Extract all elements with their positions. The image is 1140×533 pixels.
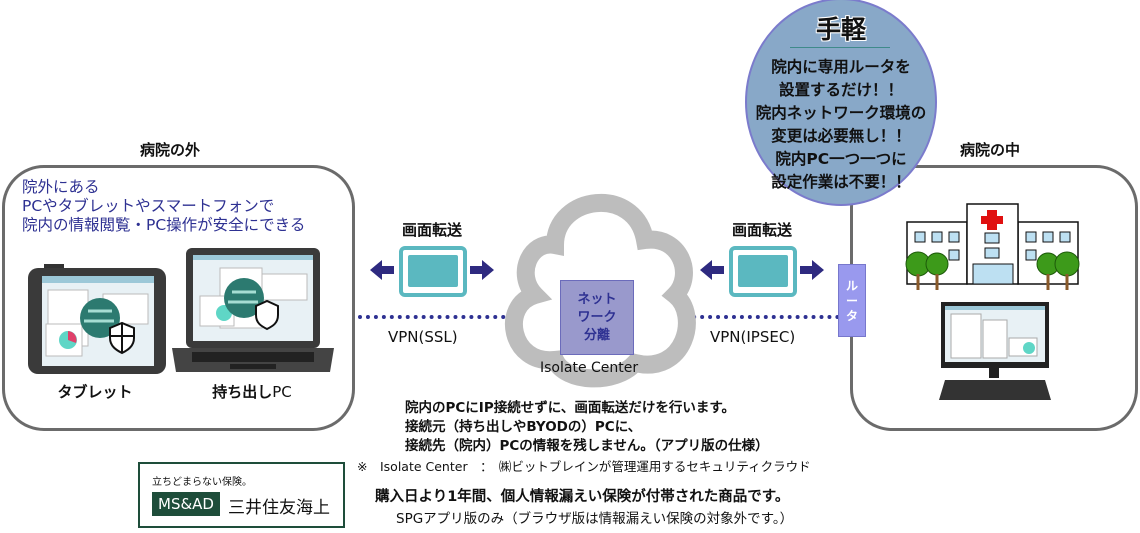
- router-char: タ: [845, 309, 858, 323]
- insurance-note: 購入日より1年間、個人情報漏えい保険が付帯された商品です。: [375, 489, 790, 505]
- bubble-text: 院内に専用ルータを 設置するだけ！！ 院内ネットワーク環境の 変更は必要無し！！…: [745, 56, 937, 194]
- insurance-subnote: SPGアプリ版のみ（ブラウザ版は情報漏えい保険の対象外です。）: [396, 511, 794, 527]
- logo-company: 三井住友海上: [228, 498, 330, 518]
- footnote: ※ Isolate Center ： ㈱ビットブレインが管理運用するセキュリティ…: [357, 459, 811, 474]
- vpn-ipsec-label: VPN(IPSEC): [710, 328, 796, 346]
- vpn-ssl-label: VPN(SSL): [388, 328, 458, 346]
- inside-title: 病院の中: [959, 141, 1020, 159]
- msad-logo: 立ちどまらない保険。 MS&AD 三井住友海上: [138, 462, 345, 528]
- isolate-center-label: Isolate Center: [540, 360, 639, 376]
- logo-tagline: 立ちどまらない保険。: [152, 477, 252, 488]
- desc-line: 院外にある: [22, 178, 100, 196]
- bubble-line: 変更は必要無し！！: [771, 127, 911, 145]
- bubble-line: 院内に専用ルータを: [771, 58, 911, 76]
- note-line-3: 接続先（院内）PCの情報を残しません。（アプリ版の仕様）: [405, 438, 769, 454]
- laptop-label: 持ち出しPC: [192, 381, 312, 402]
- bubble-line: 院内ネットワーク環境の: [755, 104, 927, 122]
- tablet-label: タブレット: [57, 383, 133, 401]
- screen-transfer-label-left: 画面転送: [401, 221, 462, 239]
- screen-transfer-icon-left: [370, 246, 494, 297]
- bubble-line: 院内PC一つ一つに: [775, 150, 907, 168]
- box-line: ネット: [577, 292, 617, 307]
- desc-line: PCやタブレットやスマートフォンで: [22, 197, 275, 215]
- router-char: ル: [845, 279, 858, 293]
- outside-description: 院外にある PCやタブレットやスマートフォンで 院内の情報閲覧・PC操作が安全に…: [22, 178, 305, 235]
- screen-transfer-icon-right: [700, 246, 824, 297]
- screen-transfer-label-right: 画面転送: [731, 221, 792, 239]
- hospital-icon: [905, 203, 1080, 290]
- laptop-label-main: 持ち出し: [212, 383, 273, 401]
- bubble-line: 設置するだけ！！: [778, 81, 903, 99]
- bubble-divider: [790, 47, 890, 48]
- tablet-illustration: [28, 264, 166, 374]
- desktop-pc-icon: [939, 302, 1051, 400]
- laptop-label-pc: PC: [272, 383, 292, 401]
- note-line-2: 接続元（持ち出しやBYODの）PCに、: [405, 419, 642, 435]
- network-isolation-box: ネット ワーク 分離: [560, 280, 634, 355]
- desc-line: 院内の情報閲覧・PC操作が安全にできる: [22, 216, 306, 234]
- outside-title: 病院の外: [140, 141, 201, 159]
- bubble-line: 設定作業は不要！！: [771, 173, 911, 191]
- bubble-title: 手軽: [815, 15, 866, 44]
- benefit-bubble: [745, 0, 937, 206]
- box-line: 分離: [583, 328, 610, 343]
- router-box: ル ー タ: [838, 264, 866, 337]
- laptop-illustration: [172, 248, 334, 372]
- logo-brand: MS&AD: [152, 492, 220, 516]
- box-line: ワーク: [577, 310, 617, 325]
- note-line-1: 院内のPCにIP接続せずに、画面転送だけを行います。: [405, 400, 735, 416]
- router-char: ー: [845, 294, 858, 308]
